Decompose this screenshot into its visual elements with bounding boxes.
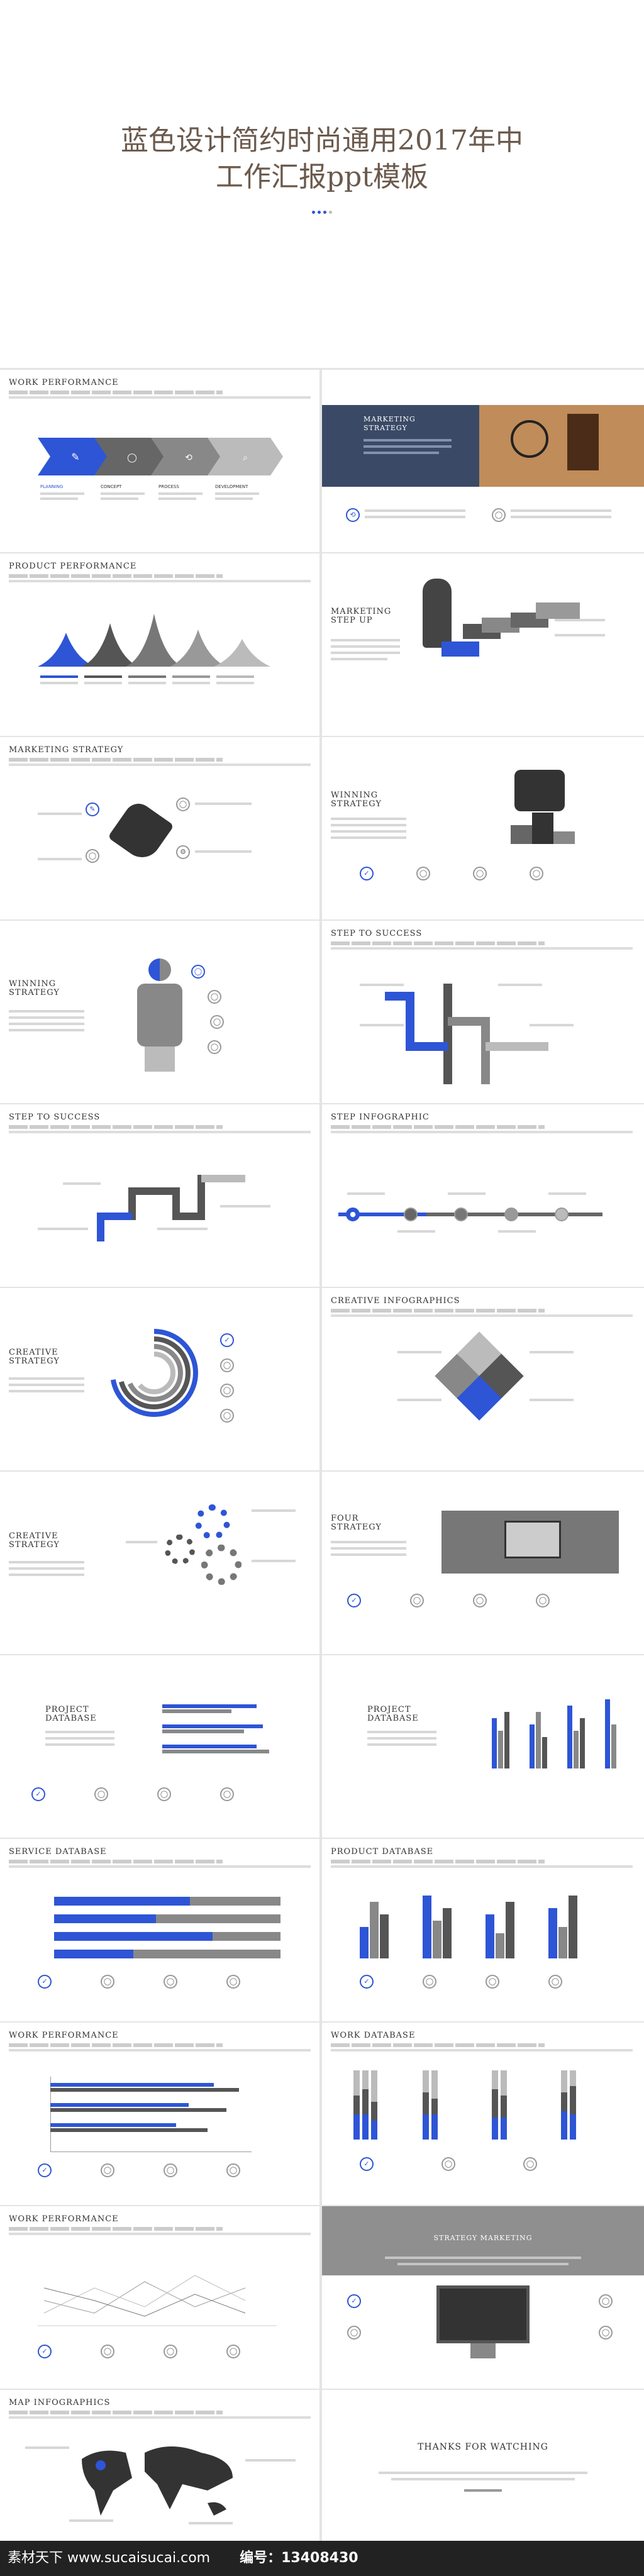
slide-creative-infographics: CREATIVE INFOGRAPHICS: [322, 1288, 644, 1470]
slide-title: CREATIVE STRATEGY: [9, 1348, 60, 1366]
slide-title: MARKETING STRATEGY: [9, 745, 124, 755]
stacked-columns: [353, 2070, 576, 2140]
process-arrows: ✎ ◯ ⟲ ⌕: [38, 438, 283, 475]
person-figure: [423, 579, 452, 648]
gear-icon: ⚙: [176, 845, 190, 859]
person-illustration: [108, 798, 174, 865]
slide-project-database-2: PROJECT DATABASE: [322, 1655, 644, 1838]
bulb-icon: ◯: [492, 508, 506, 522]
slide-product-database: PRODUCT DATABASE ✓◯◯◯: [322, 1839, 644, 2021]
slide-title: MARKETING STEP UP: [331, 607, 392, 625]
diamond-puzzle: [435, 1331, 524, 1421]
slide-winning-strategy: WINNING STRATEGY ✓◯◯◯: [322, 737, 644, 919]
label-concept: CONCEPT: [101, 484, 122, 489]
slide-step-infographic: STEP INFOGRAPHIC ●: [322, 1104, 644, 1287]
slide-title: PROJECT DATABASE: [367, 1705, 419, 1723]
slide-title: SERVICE DATABASE: [9, 1847, 107, 1857]
slide-work-performance-3: WORK PERFORMANCE ✓◯◯◯: [0, 2206, 319, 2389]
user-icon: ◯: [176, 797, 190, 811]
slide-marketing-strategy: MARKETING STRATEGY ✎ ◯ ◯ ⚙: [0, 737, 319, 919]
slide-map-infographics: MAP INFOGRAPHICS: [0, 2390, 319, 2541]
watermark-site: 素材天下 www.sucaisucai.com: [8, 2550, 211, 2566]
slide-title: PRODUCT DATABASE: [331, 1847, 434, 1857]
slide-marketing-step-up: MARKETING STEP UP: [322, 553, 644, 736]
slide-thanks: THANKS FOR WATCHING: [322, 2390, 644, 2541]
slide-four-strategy: FOUR STRATEGY ✓◯◯◯: [322, 1472, 644, 1654]
slide-title: WORK PERFORMANCE: [9, 2214, 119, 2224]
desk-photo: [479, 405, 644, 487]
slide-service-database: SERVICE DATABASE ✓◯◯◯: [0, 1839, 319, 2021]
thanks-title: THANKS FOR WATCHING: [418, 2442, 548, 2452]
watermark-footer: 素材天下 www.sucaisucai.com 编号：13408430: [0, 2541, 644, 2576]
cover-title: 蓝色设计简约时尚通用2017年中 工作汇报ppt模板: [0, 123, 644, 196]
cover-dots: [0, 206, 644, 217]
label-planning: PLANNING: [40, 484, 64, 489]
slide-work-database: WORK DATABASE ✓◯◯: [322, 2023, 644, 2205]
slide-project-database: PROJECT DATABASE ✓◯◯◯: [0, 1655, 319, 1838]
label-process: PROCESS: [158, 484, 179, 489]
svg-text:⟲: ⟲: [185, 452, 192, 462]
slide-strategy-marketing: STRATEGY MARKETING ✓◯◯◯: [322, 2206, 644, 2389]
head-figure: [148, 958, 171, 981]
slide-title: WINNING STRATEGY: [9, 979, 60, 997]
gear-grey: [201, 1545, 242, 1585]
slide-work-performance-2: WORK PERFORMANCE ✓◯◯◯: [0, 2023, 319, 2205]
slide-title: CREATIVE STRATEGY: [9, 1531, 60, 1550]
slide-title: CREATIVE INFOGRAPHICS: [331, 1296, 460, 1306]
slide-title: STRATEGY MARKETING: [433, 2234, 533, 2242]
slide-marketing-strategy-photo: MARKETING STRATEGY ⟲ ◯: [322, 370, 644, 552]
svg-text:◯: ◯: [127, 452, 137, 463]
grouped-columns: [360, 1896, 577, 1958]
svg-text:✎: ✎: [71, 452, 79, 463]
slide-work-performance: WORK PERFORMANCE ✎ ◯ ⟲ ⌕ PLANNING CONCEP…: [0, 370, 319, 552]
label-development: DEVELOPMENT: [215, 484, 248, 489]
slide-creative-strategy-2: CREATIVE STRATEGY: [0, 1472, 319, 1654]
cover-title-line2: 工作汇报ppt模板: [215, 161, 428, 193]
cover-title-line1: 蓝色设计简约时尚通用2017年中: [121, 125, 523, 157]
watermark-id: 编号：13408430: [240, 2550, 358, 2566]
slide-title: STEP TO SUCCESS: [331, 929, 423, 938]
monitor-illustration: [436, 2285, 530, 2343]
share-icon: ⟲: [346, 508, 360, 522]
slide-title: PRODUCT PERFORMANCE: [9, 562, 137, 571]
step-path: [97, 1175, 245, 1241]
column-chart: [492, 1699, 616, 1768]
radial-bars: [110, 1329, 198, 1417]
gear-dark: [165, 1535, 195, 1565]
slide-creative-strategy: CREATIVE STRATEGY ✓◯◯◯: [0, 1288, 319, 1470]
slide-title: MARKETING STRATEGY: [364, 415, 416, 432]
slide-title: STEP INFOGRAPHIC: [331, 1113, 430, 1122]
slide-title: WORK PERFORMANCE: [9, 2031, 119, 2040]
world-map: [82, 2446, 233, 2516]
slide-title: PROJECT DATABASE: [45, 1705, 97, 1723]
slide-step-to-success: STEP TO SUCCESS: [322, 921, 644, 1103]
peak-chart: [38, 614, 270, 667]
slide-title: WINNING STRATEGY: [331, 791, 382, 809]
slide-step-to-success-2: STEP TO SUCCESS: [0, 1104, 319, 1287]
cover-slide: 蓝色设计简约时尚通用2017年中 工作汇报ppt模板: [0, 0, 644, 368]
gear-blue: [195, 1504, 230, 1540]
slide-title: WORK DATABASE: [331, 2031, 416, 2040]
slide-title: STEP TO SUCCESS: [9, 1113, 101, 1122]
slide-winning-strategy-2: WINNING STRATEGY ◯◯◯◯: [0, 921, 319, 1103]
slide-title: WORK PERFORMANCE: [9, 378, 119, 387]
line-chart: [38, 2275, 277, 2326]
slide-product-performance: PRODUCT PERFORMANCE: [0, 553, 319, 736]
svg-text:⌕: ⌕: [243, 452, 248, 462]
slide-title: MAP INFOGRAPHICS: [9, 2398, 111, 2407]
slide-title: FOUR STRATEGY: [331, 1514, 382, 1532]
step-pipes: [385, 984, 548, 1084]
podium-people: [514, 770, 565, 811]
chat-icon: ◯: [86, 849, 99, 863]
pen-icon: ✎: [86, 802, 99, 816]
